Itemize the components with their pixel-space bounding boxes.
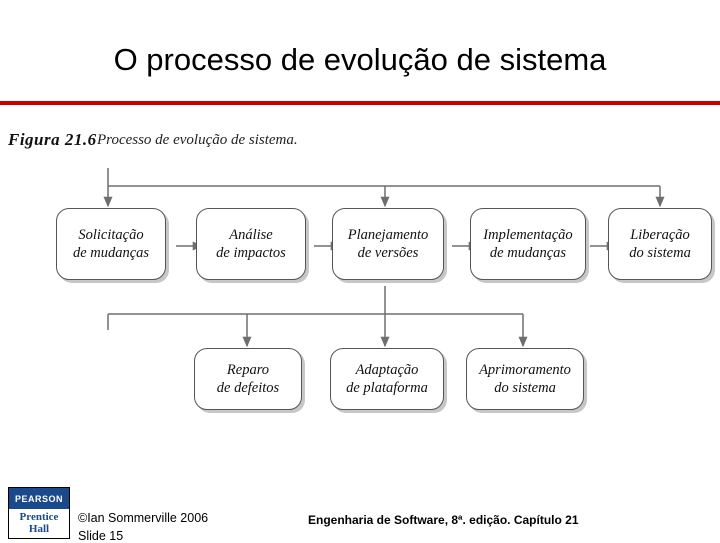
title-divider [0,101,720,105]
figure-container: Figura 21.6 Processo de evolução de sist… [0,118,720,448]
logo-top-label: PEARSON [9,488,69,509]
page-title: O processo de evolução de sistema [113,42,607,77]
logo-line-1: Prentice [19,510,59,523]
node-planejamento-de-versoes[interactable]: Planejamento de versões [332,208,444,280]
node-line-1: Planejamento [347,226,429,243]
node-reparo-de-defeitos[interactable]: Reparo de defeitos [194,348,302,410]
node-line-1: Liberação [630,226,690,243]
copyright-text: ©Ian Sommerville 2006 [78,511,209,525]
node-line-1: Adaptação [355,361,419,378]
node-line-1: Implementação [483,226,573,243]
node-line-1: Análise [229,226,273,243]
node-line-2: do sistema [494,380,556,396]
node-liberacao-do-sistema[interactable]: Liberação do sistema [608,208,712,280]
slide-number: Slide 15 [78,529,124,543]
book-reference: Engenharia de Software, 8ª. edição. Capí… [308,513,579,527]
pearson-prentice-hall-logo: PEARSON Prentice Hall [8,487,70,539]
node-line-1: Aprimoramento [479,361,571,378]
node-line-2: de mudanças [489,245,567,261]
figure-caption: Processo de evolução de sistema. [97,132,298,148]
node-line-1: Reparo [226,361,270,378]
figure-label: Figura 21.6 [8,130,97,149]
node-line-2: de impactos [216,245,286,261]
node-line-2: do sistema [629,245,691,261]
node-line-2: de plataforma [346,380,428,396]
node-solicitacao-de-mudancas[interactable]: Solicitação de mudanças [56,208,166,280]
logo-line-2: Hall [28,522,50,535]
node-line-2: de mudanças [72,245,150,261]
node-line-1: Solicitação [78,226,144,243]
node-implementacao-de-mudancas[interactable]: Implementação de mudanças [470,208,586,280]
node-analise-de-impactos[interactable]: Análise de impactos [196,208,306,280]
node-adaptacao-de-plataforma[interactable]: Adaptação de plataforma [330,348,444,410]
node-aprimoramento-do-sistema[interactable]: Aprimoramento do sistema [466,348,584,410]
node-line-2: de versões [357,245,419,261]
logo-bottom-label: Prentice Hall [9,509,69,538]
node-line-2: de defeitos [216,380,280,396]
